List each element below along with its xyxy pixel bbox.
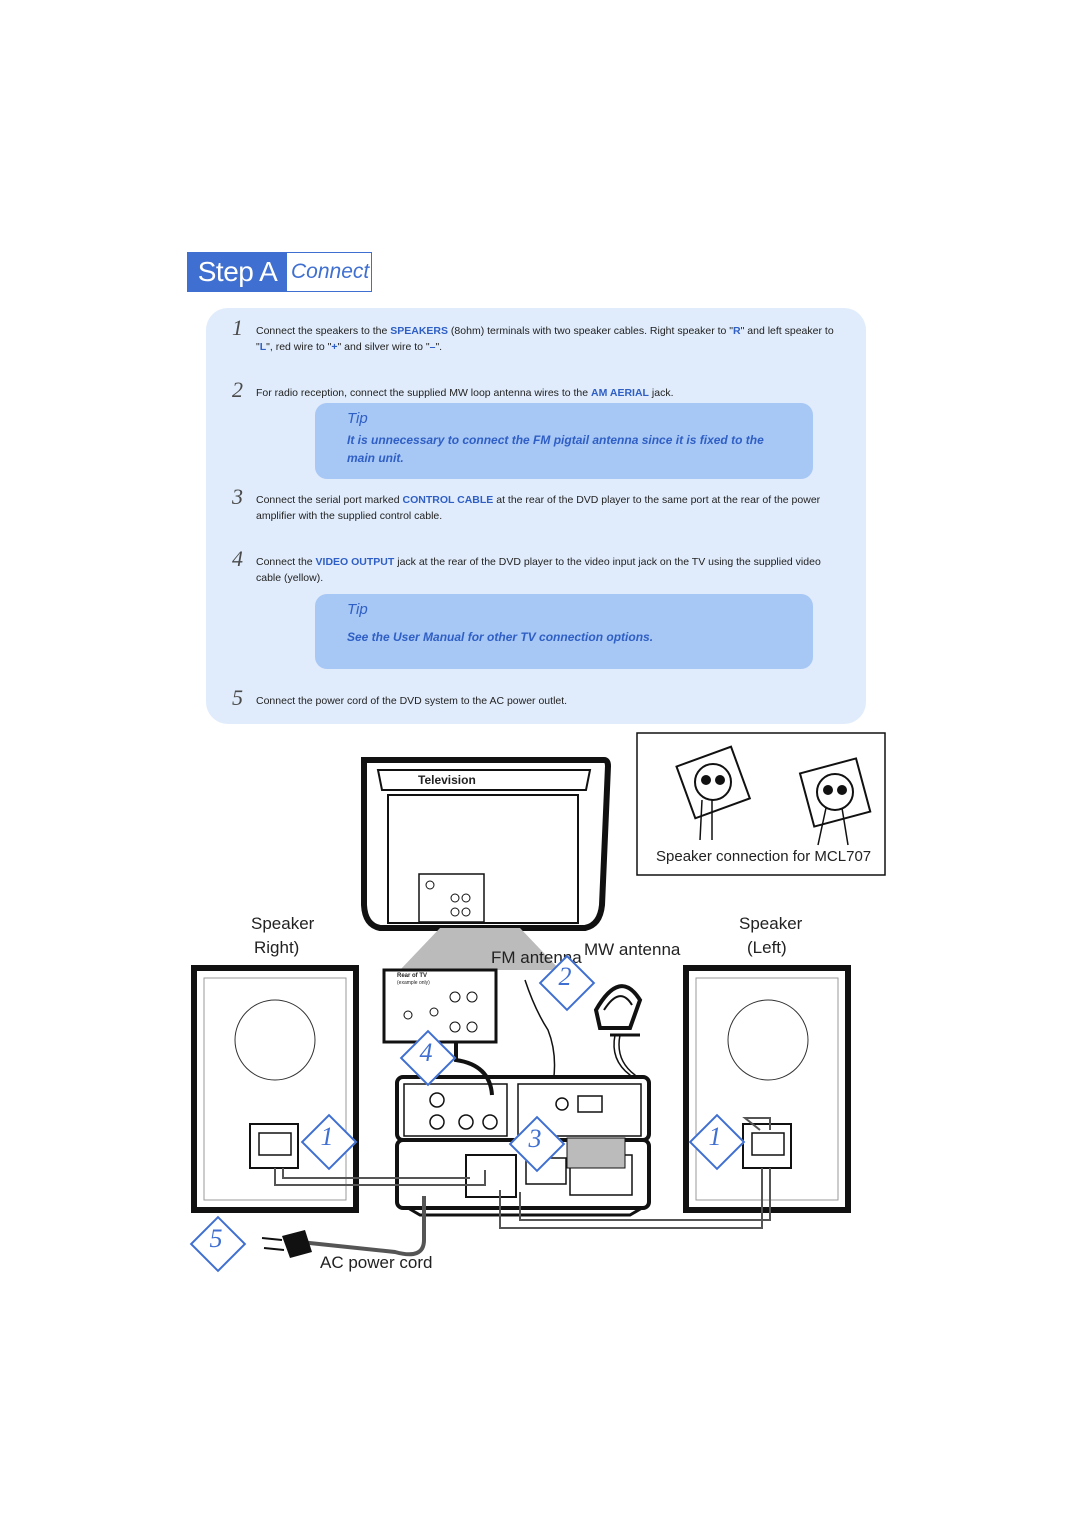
tip-text: It is unnecessary to connect the FM pigt… <box>347 433 764 465</box>
step-1: 1 Connect the speakers to the SPEAKERS (… <box>232 317 836 355</box>
step-2: 2 For radio reception, connect the suppl… <box>232 379 836 401</box>
speaker-cable-left <box>499 1168 763 1229</box>
step-text: ", red wire to " <box>266 341 332 353</box>
step-number: 4 <box>232 546 243 571</box>
step-text: Connect the serial port marked <box>256 494 403 506</box>
rear-of-tv-label: Rear of TV <box>397 973 428 979</box>
amplifier-unit <box>395 1137 651 1217</box>
step-text: For radio reception, connect the supplie… <box>256 387 592 399</box>
example-only-label: (example only) <box>397 980 430 986</box>
step-header: Step A Connect <box>187 252 372 292</box>
callout-number: 5 <box>209 1224 223 1253</box>
tip-title: Tip <box>347 601 368 618</box>
keyword: + <box>331 341 338 353</box>
callout-number: 1 <box>320 1122 334 1151</box>
step-text: Connect the power cord of the DVD system… <box>256 695 568 707</box>
step-text: Connect the speakers to the <box>256 325 391 337</box>
ac-power-cable <box>299 1196 426 1257</box>
instruction-panel: 1 Connect the speakers to the SPEAKERS (… <box>206 308 866 724</box>
step-text: at the rear of the DVD player to the sam… <box>256 494 821 522</box>
mw-antenna-label: MW antenna <box>584 940 681 959</box>
callout-number: 4 <box>419 1038 433 1067</box>
callout-number: 2 <box>558 962 572 991</box>
step-title: Connect <box>291 260 370 283</box>
speaker-left-label: Speaker <box>739 914 803 933</box>
step-text: ". <box>435 341 443 353</box>
step-text: " and silver wire to " <box>337 341 430 353</box>
step-3: 3 Connect the serial port marked CONTROL… <box>232 486 836 524</box>
speaker-cable-right <box>274 1168 486 1186</box>
speaker-right-sub-label: Right) <box>254 938 300 957</box>
step-number: 3 <box>232 484 243 509</box>
speaker-left-illustration <box>683 965 851 1213</box>
step-text: Connect the <box>256 556 316 568</box>
keyword: VIDEO OUTPUT <box>315 556 395 568</box>
step-5: 5 Connect the power cord of the DVD syst… <box>232 687 836 709</box>
step-text: jack at the rear of the DVD player to th… <box>256 556 821 584</box>
tip-box-1: Tip It is unnecessary to connect the FM … <box>315 403 813 479</box>
keyword: CONTROL CABLE <box>402 494 494 506</box>
keyword: L <box>259 341 267 353</box>
step-text: (8ohm) terminals with two speaker cables… <box>448 325 734 337</box>
step-number: 5 <box>232 685 243 710</box>
keyword: AM AERIAL <box>591 387 649 399</box>
tip-text: See the User Manual for other TV connect… <box>347 630 654 644</box>
ac-plug-icon <box>261 1230 312 1258</box>
step-text: " and left speaker to " <box>256 325 834 353</box>
video-cable <box>454 1042 494 1096</box>
zoom-wedge <box>400 928 560 970</box>
step-number: 1 <box>232 315 243 340</box>
step-4: 4 Connect the VIDEO OUTPUT jack at the r… <box>232 548 836 586</box>
keyword: R <box>733 325 741 337</box>
keyword: SPEAKERS <box>390 325 449 337</box>
speaker-right-label: Speaker <box>251 914 315 933</box>
dvd-player-unit <box>395 1075 651 1142</box>
step-text: jack. <box>648 387 674 399</box>
speaker-connection-box <box>636 732 886 876</box>
tip-title: Tip <box>347 410 368 427</box>
speaker-terminal-right-illustration <box>798 757 872 846</box>
rear-of-tv-panel <box>382 968 498 1044</box>
tip-box-2: Tip See the User Manual for other TV con… <box>315 594 813 669</box>
television-label: Television <box>418 773 476 787</box>
television <box>361 757 612 931</box>
callout-number: 1 <box>708 1122 722 1151</box>
keyword: – <box>429 341 436 353</box>
speaker-left-sub-label: (Left) <box>747 938 787 957</box>
ac-power-cord-label: AC power cord <box>320 1253 433 1272</box>
step-number: 2 <box>232 377 243 402</box>
callout-number: 3 <box>528 1124 542 1153</box>
step-label: Step A <box>188 253 287 291</box>
speaker-terminal-left-illustration <box>675 745 752 841</box>
speaker-connection-label: Speaker connection for MCL707 <box>656 848 872 865</box>
